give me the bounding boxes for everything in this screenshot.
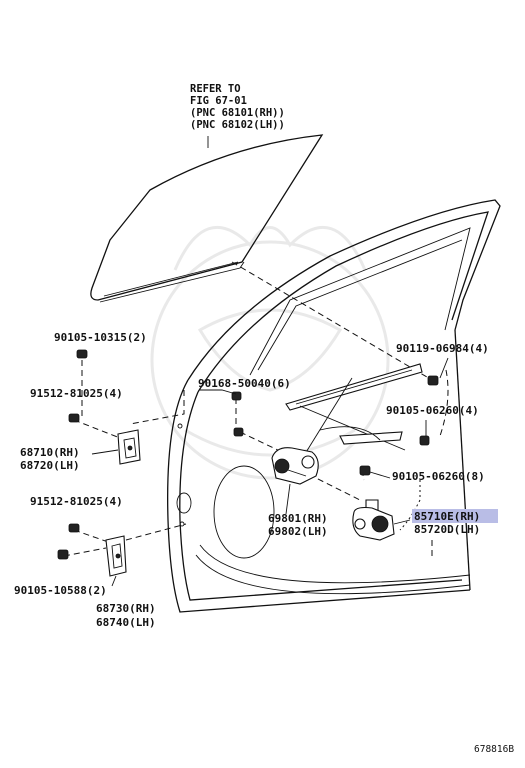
label-85720D[interactable]: 85720D(LH) <box>414 523 480 536</box>
regulator-motor-69801 <box>271 447 319 485</box>
label-69802[interactable]: 69802(LH) <box>268 525 328 538</box>
fasteners <box>57 349 439 560</box>
bolt-90168-50040 <box>231 391 242 401</box>
bolt-90105-10315 <box>76 349 88 359</box>
door-hinge-upper <box>117 429 141 465</box>
selected-part-highlight <box>412 509 498 523</box>
window-motor-85710E <box>352 499 395 541</box>
note-refer-to: REFER TO <box>190 83 241 95</box>
label-68720[interactable]: 68720(LH) <box>20 459 80 472</box>
label-68710[interactable]: 68710(RH) <box>20 446 80 459</box>
label-85710E[interactable]: 85710E(RH) <box>414 510 480 523</box>
door-glass <box>90 134 324 303</box>
watermark-logo <box>150 225 390 480</box>
label-91512-81025-upper[interactable]: 91512-81025(4) <box>30 387 123 400</box>
nut-90119-06984 <box>427 375 439 386</box>
label-90119-06984[interactable]: 90119-06984(4) <box>396 342 489 355</box>
label-90105-06260-b[interactable]: 90105-06260(8) <box>392 470 485 483</box>
window-regulator <box>285 363 423 463</box>
door-frame <box>167 199 501 613</box>
label-90105-10315[interactable]: 90105-10315(2) <box>54 331 147 344</box>
bolt-90105-10588 <box>57 549 69 560</box>
bolt-90168-50040-b <box>233 427 244 437</box>
note-pnc-lh: (PNC 68102(LH)) <box>190 119 285 131</box>
note-pnc-rh: (PNC 68101(RH)) <box>190 107 285 119</box>
door-hinge-lower <box>105 535 127 577</box>
label-69801[interactable]: 69801(RH) <box>268 512 328 525</box>
label-90168-50040[interactable]: 90168-50040(6) <box>198 377 291 390</box>
label-91512-81025-lower[interactable]: 91512-81025(4) <box>30 495 123 508</box>
label-68730[interactable]: 68730(RH) <box>96 602 156 615</box>
bolt-91512-81025-lower <box>68 523 80 533</box>
label-90105-06260-a[interactable]: 90105-06260(4) <box>386 404 479 417</box>
label-90105-10588[interactable]: 90105-10588(2) <box>14 584 107 597</box>
note-fig: FIG 67-01 <box>190 95 247 107</box>
label-68740[interactable]: 68740(LH) <box>96 616 156 629</box>
bolt-91512-81025-upper <box>68 413 80 423</box>
figure-id: 678816B <box>474 744 514 755</box>
label-leaders <box>91 357 449 587</box>
bolt-90105-06260-a <box>419 435 430 446</box>
bolt-90105-06260-b <box>359 465 371 476</box>
